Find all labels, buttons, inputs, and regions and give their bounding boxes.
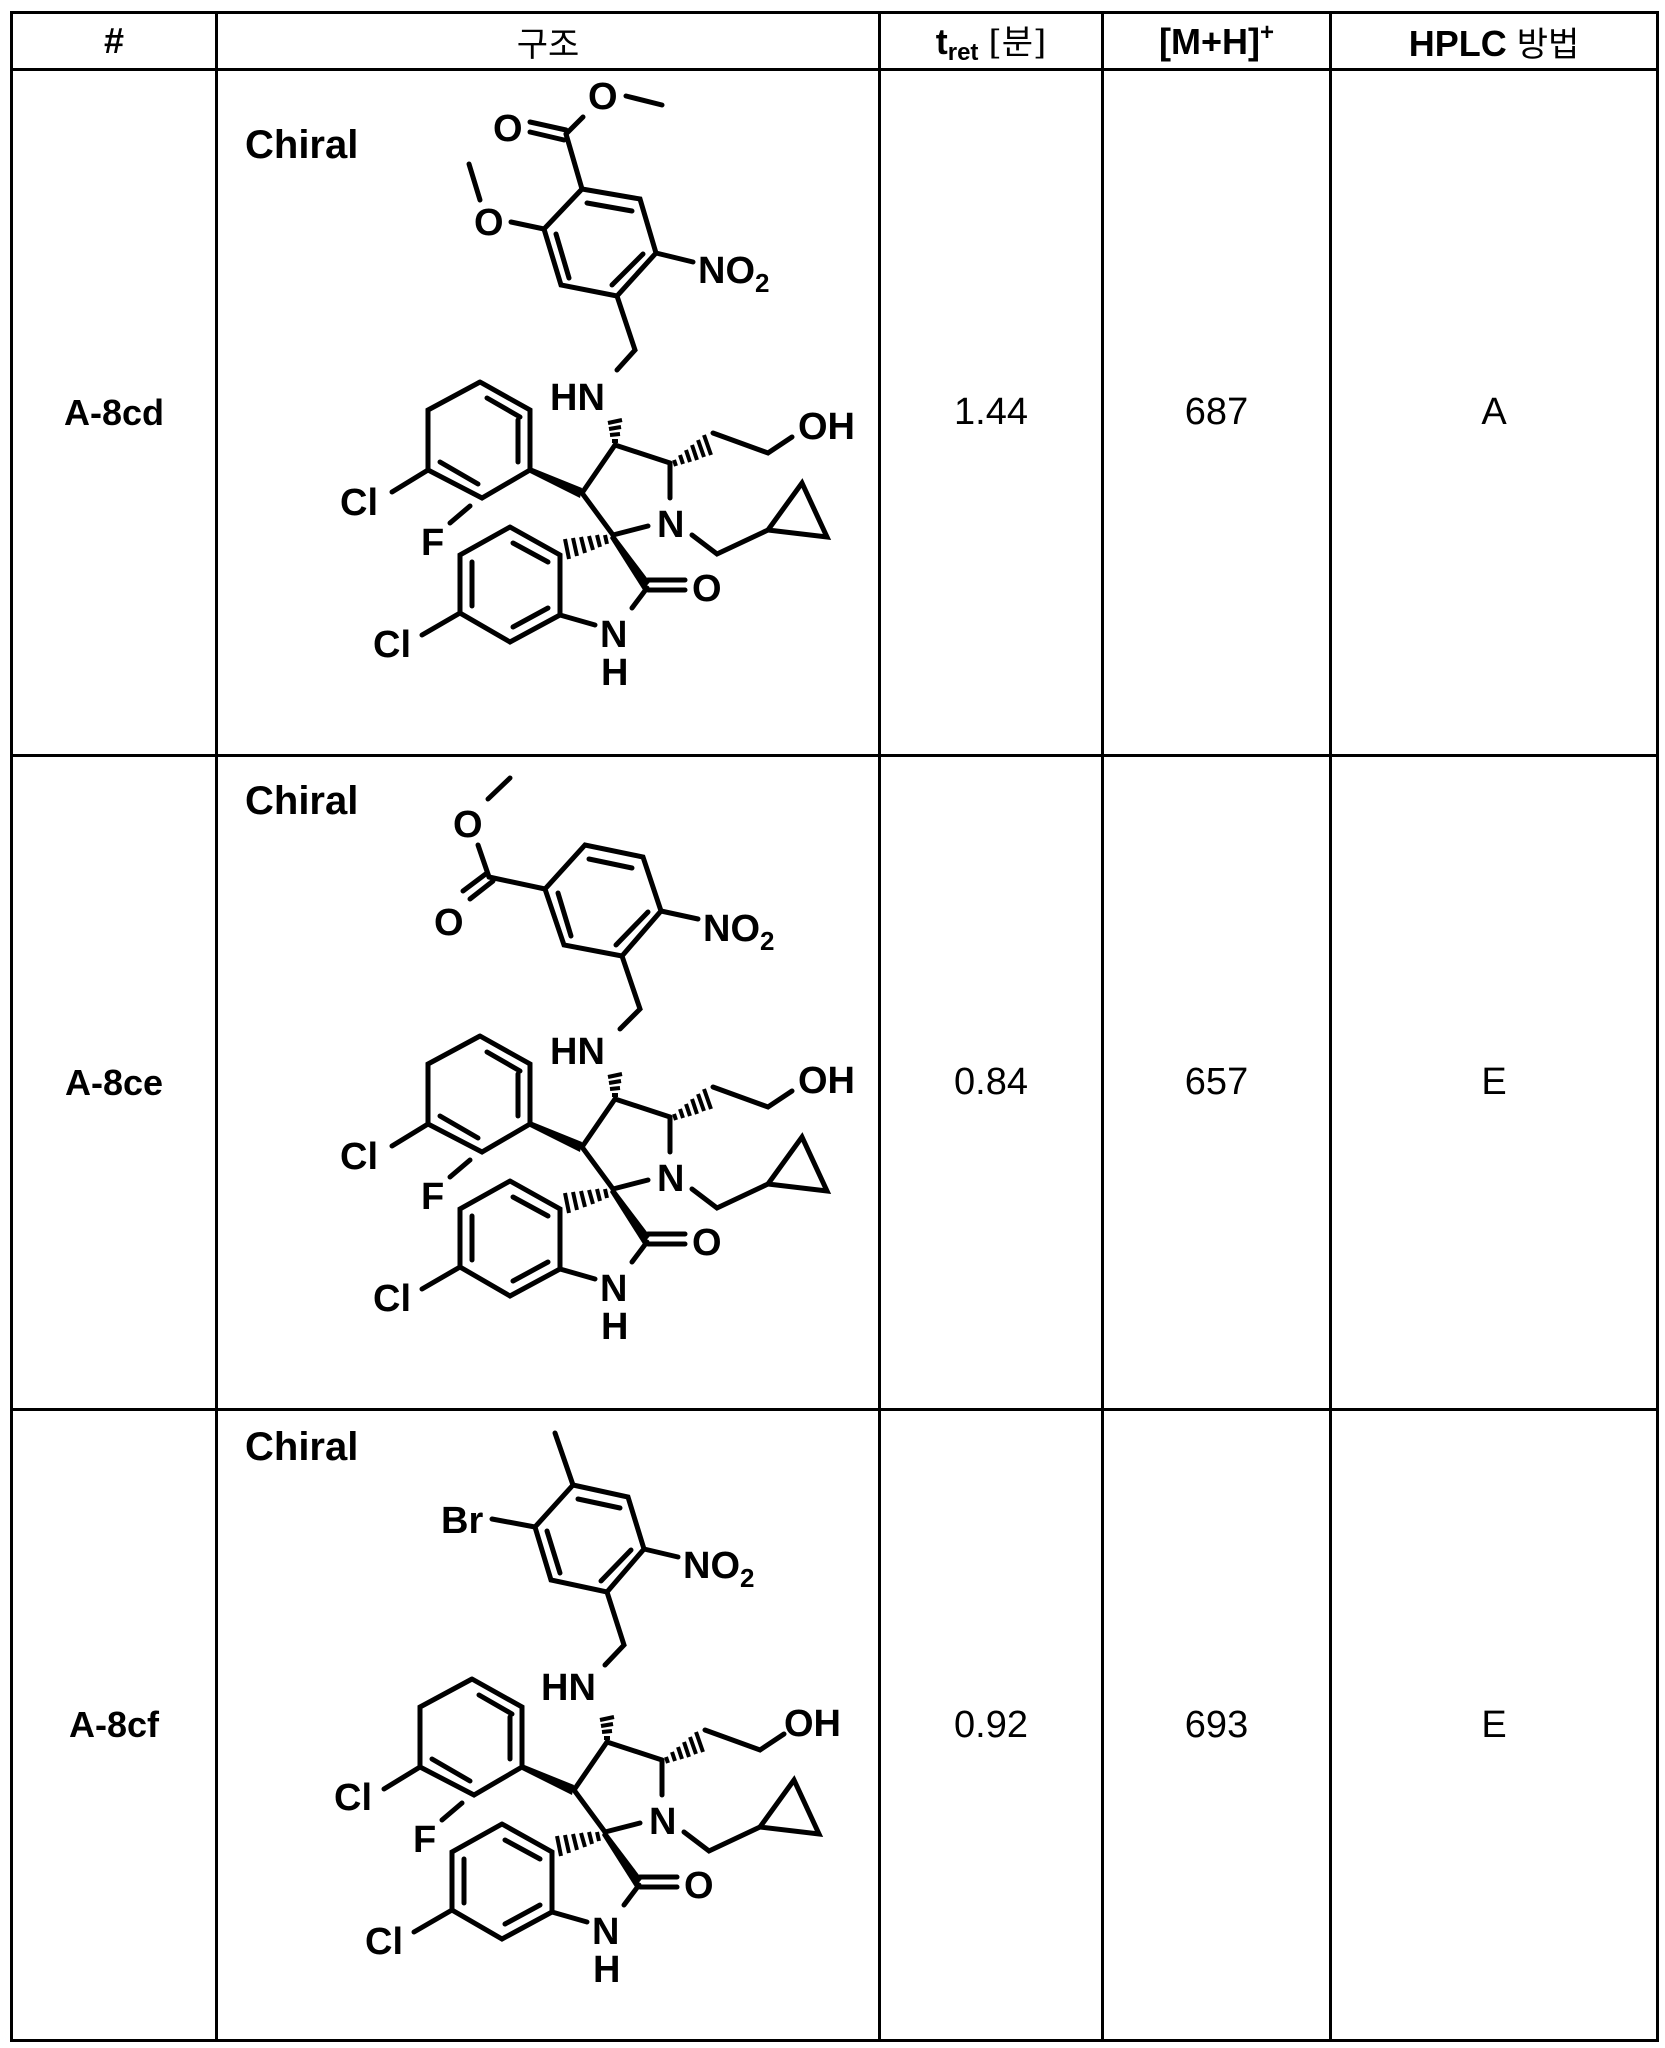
compound-id: A-8cf (10, 1408, 218, 2042)
hplc-method: A (1329, 68, 1659, 757)
header-tret-unit: [분] (988, 23, 1047, 63)
retention-time: 0.92 (878, 1408, 1104, 2042)
header-mass: [M+H]+ (1101, 11, 1332, 71)
header-mass-charge: + (1259, 19, 1274, 46)
header-id: # (10, 11, 218, 71)
structure-cell (215, 1408, 881, 2042)
compound-id: A-8ce (10, 754, 218, 1411)
header-hplc-korean: 방법 (1516, 24, 1580, 65)
mass-value: 693 (1101, 1408, 1332, 2042)
header-id-label: # (103, 20, 125, 61)
hplc-method: E (1329, 1408, 1659, 2042)
mass-value: 687 (1101, 68, 1332, 757)
header-tret-subscript: ret (947, 39, 979, 66)
retention-time: 1.44 (878, 68, 1104, 757)
header-hplc-method: HPLC 방법 (1329, 11, 1659, 71)
compound-id: A-8cd (10, 68, 218, 757)
retention-time: 0.84 (878, 754, 1104, 1411)
header-retention-time: tret [분] (878, 11, 1104, 71)
header-mass-label: [M+H] (1158, 21, 1260, 62)
compound-table: # 구조 tret [분] [M+H]+ HPLC 방법 A-8cd 1.44 … (10, 11, 1659, 2042)
mass-value: 657 (1101, 754, 1332, 1411)
header-tret-symbol: t (935, 21, 948, 62)
table-row: A-8cf 0.92 693 E (10, 1408, 1659, 2042)
structure-cell (215, 754, 881, 1411)
header-row: # 구조 tret [분] [M+H]+ HPLC 방법 (10, 11, 1659, 71)
header-hplc-label: HPLC (1408, 22, 1507, 64)
hplc-method: E (1329, 754, 1659, 1411)
table-row: A-8ce 0.84 657 E (10, 754, 1659, 1411)
header-structure-label: 구조 (516, 24, 580, 65)
structure-cell (215, 68, 881, 757)
table-row: A-8cd 1.44 687 A (10, 68, 1659, 757)
header-structure: 구조 (215, 11, 881, 71)
